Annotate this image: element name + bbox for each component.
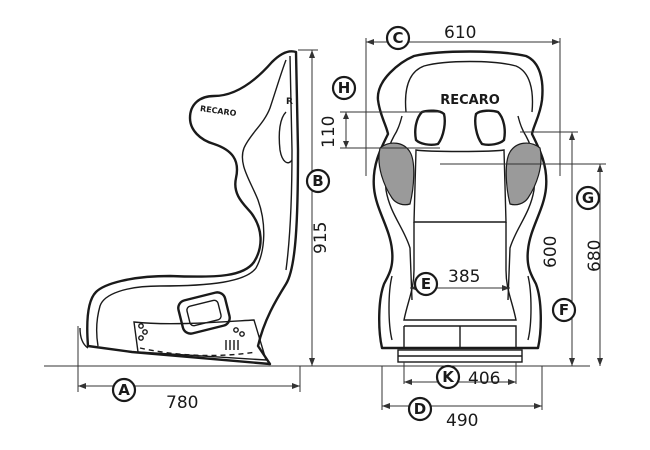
- dimension-f-value: 600: [541, 236, 561, 268]
- dimension-e: E 385: [410, 267, 510, 297]
- dimension-g-value: 680: [585, 240, 605, 272]
- side-headrest-edge: [285, 55, 293, 271]
- side-view-seat: RECARO R: [79, 50, 300, 366]
- label-k: K: [442, 368, 455, 386]
- dimension-c-value: 610: [444, 23, 476, 43]
- front-belt-slot-left: [414, 109, 446, 146]
- side-headrest-opening: [278, 111, 293, 164]
- side-rail-dashed: [139, 347, 257, 357]
- dimension-h-value: 110: [319, 116, 339, 148]
- dimension-h: H 110: [319, 75, 440, 149]
- label-h: H: [338, 79, 351, 97]
- label-b: B: [312, 172, 323, 190]
- front-view-seat: RECARO: [372, 50, 548, 363]
- front-back-panel: [413, 149, 507, 223]
- front-belt-slot-right: [474, 109, 506, 146]
- side-front-lip: [79, 327, 89, 349]
- dimension-c: C 610: [365, 23, 561, 176]
- dimension-b-value: 915: [311, 222, 331, 254]
- label-a: A: [118, 381, 130, 399]
- dimension-g: G 680: [440, 163, 606, 366]
- side-shell-outline: [86, 50, 300, 366]
- front-lower-bolster-left: [388, 275, 393, 341]
- dimension-e-value: 385: [448, 267, 480, 287]
- dimension-d: D 490: [381, 366, 543, 431]
- label-g: G: [582, 189, 594, 207]
- front-lower-bolster-right: [527, 275, 532, 341]
- side-mount-bracket: [133, 319, 267, 361]
- dimension-a: A 780: [77, 326, 301, 413]
- dimension-k-value: 406: [468, 369, 500, 389]
- front-headrest-inner: [404, 60, 534, 113]
- front-pad-left: [378, 142, 415, 206]
- dimension-b: B 915: [298, 49, 331, 366]
- label-e: E: [421, 275, 431, 293]
- front-brand-logo: RECARO: [440, 93, 500, 108]
- side-brand-suffix: R: [286, 97, 293, 107]
- dimension-k: K 406: [403, 362, 517, 390]
- dimension-d-value: 490: [446, 411, 478, 431]
- label-f: F: [559, 301, 569, 319]
- side-shell-inner-line: [95, 59, 287, 347]
- front-cushion-front: [403, 325, 517, 348]
- dimension-f: F 600: [520, 131, 578, 366]
- dimension-a-value: 780: [166, 393, 198, 413]
- side-mount-holes: [138, 323, 245, 350]
- front-seat-cushion: [403, 222, 517, 321]
- label-c: C: [392, 29, 403, 47]
- label-d: D: [414, 400, 426, 418]
- front-pad-right: [505, 142, 542, 206]
